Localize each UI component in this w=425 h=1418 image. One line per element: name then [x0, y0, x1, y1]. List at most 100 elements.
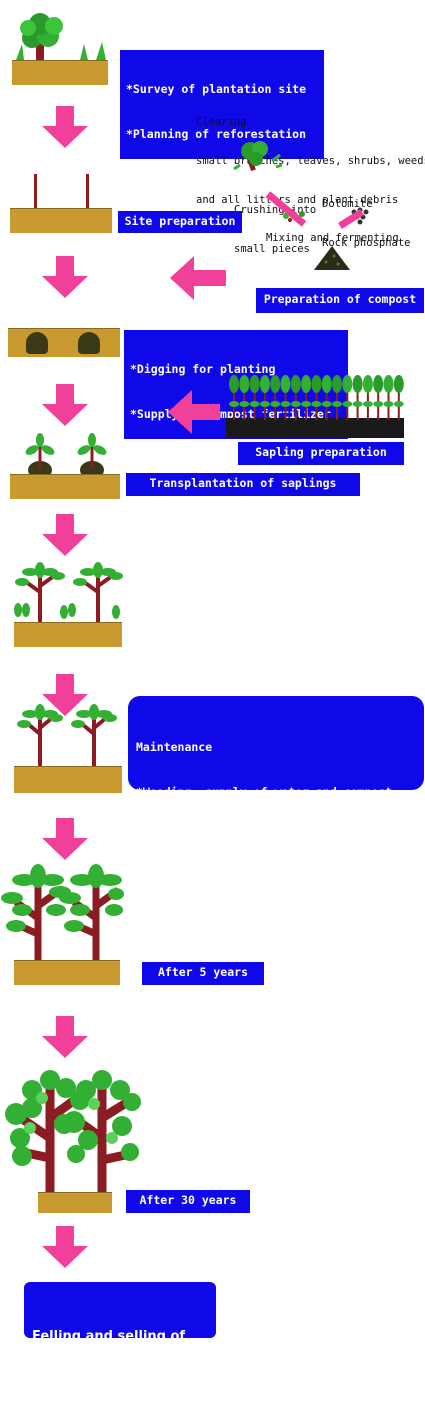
survey-tree-illustration [16, 13, 106, 62]
maintenance-line-2: *Replantation of died saplings [136, 830, 344, 844]
sapling-leaf [239, 375, 250, 393]
compost-feed-arrow [170, 256, 226, 300]
flow-arrow-5 [42, 674, 88, 716]
survey-scene [10, 8, 120, 86]
flow-arrow-3 [42, 384, 88, 426]
sapling-side-leaf [229, 401, 239, 407]
digging-ground [8, 328, 120, 357]
flow-arrow-1 [42, 106, 88, 148]
sapling-leaf [259, 375, 270, 393]
sapling-leaf [342, 375, 353, 393]
sapling-side-leaf [332, 401, 342, 407]
sapling-side-leaf [383, 401, 394, 407]
sapling-side-leaf [352, 401, 363, 407]
after30-scene [2, 1068, 142, 1216]
digging-scene [8, 328, 120, 358]
crushing-line-2: small pieces [234, 243, 310, 255]
sapling-leaf [311, 375, 322, 393]
sapling-leaf [362, 375, 373, 393]
flow-arrow-8 [42, 1226, 88, 1268]
transplantation-scene [8, 420, 122, 500]
sapling-side-leaf [290, 401, 301, 407]
survey-label: *Survey of plantation site *Planning of … [120, 50, 324, 159]
mixing-note: Mixing and fermenting [266, 232, 399, 244]
sapling-side-leaf [249, 401, 260, 407]
stake-right [86, 174, 89, 208]
compost-label: Preparation of compost [256, 288, 424, 313]
maintenance-label: Maintenance *Weeding, supply of water an… [128, 696, 424, 889]
sapling-leaf [383, 375, 394, 393]
felling-label: Felling and selling of grown trees [24, 1282, 216, 1398]
transplantation-label: Transplantation of saplings [126, 473, 360, 496]
sapling-leaf [393, 375, 404, 393]
sapling-tray-illustration [226, 375, 404, 438]
sapling-leaf [321, 375, 332, 393]
flow-arrow-6 [42, 818, 88, 860]
sapling-side-leaf [270, 401, 281, 407]
maintenance-line-1: *Weeding, supply of water and compost [136, 785, 393, 799]
mineral-rock-phosphate: Rock phosphate [322, 237, 411, 249]
site-preparation-label: Site preparation [118, 211, 242, 233]
sapling-side-leaf [393, 401, 404, 407]
survey-line-2: *Planning of reforestation [126, 127, 307, 141]
after30-forest-illustration [5, 1070, 141, 1192]
minerals-note: Dolomite Rock phosphate [322, 172, 411, 263]
sapling-leaf [290, 375, 301, 393]
flow-arrow-2 [42, 256, 88, 298]
sapling-side-leaf [362, 401, 373, 407]
maintenance-line-3: *Fire protection [136, 875, 247, 889]
cleared-debris-illustration [233, 141, 283, 172]
felling-line-2: grown trees [32, 1383, 125, 1398]
sapling-side-leaf [311, 401, 322, 407]
stake-left [34, 174, 37, 208]
after30-label: After 30 years [126, 1190, 250, 1213]
sapling-side-leaf [321, 401, 332, 407]
sapling-leaf [301, 375, 312, 393]
sapling-side-leaf [373, 401, 384, 407]
maintenance-ground [14, 766, 122, 793]
survey-line-1: *Survey of plantation site [126, 82, 307, 96]
sapling-feed-arrow [168, 390, 220, 434]
after30-ground [38, 1192, 112, 1213]
maintenance-trees-illustration [17, 704, 117, 768]
sapling-leaf [249, 375, 260, 393]
planting-hole-left [26, 332, 48, 354]
sapling-leaf [332, 375, 342, 393]
survey-ground [12, 60, 108, 85]
mineral-dolomite: Dolomite [322, 198, 373, 210]
young-trees-scene [10, 562, 124, 648]
digging-line-1: *Digging for planting [130, 362, 276, 376]
flow-arrow-7 [42, 1016, 88, 1058]
clearing-line-2: small branches, leaves, shrubs, weeds, [196, 155, 425, 167]
sapling-side-leaf [239, 401, 250, 407]
sapling-preparation-label: Sapling preparation [238, 442, 404, 465]
maintenance-scene [10, 704, 124, 794]
maintenance-title: Maintenance [136, 740, 213, 754]
sapling-side-leaf [259, 401, 270, 407]
flow-arrow-4 [42, 514, 88, 556]
compost-heap-icon [314, 246, 350, 270]
sapling-side-leaf [301, 401, 312, 407]
sapling-side-leaf [342, 401, 353, 407]
crushing-line-1: Crushing into [234, 204, 317, 216]
young-trees-illustration [14, 562, 123, 624]
after5-ground [14, 960, 120, 985]
sapling-leaf [229, 375, 239, 393]
planting-hole-right [78, 332, 100, 354]
sapling-leaf [280, 375, 291, 393]
transplantation-ground [10, 474, 120, 499]
after5-scene [0, 864, 124, 988]
crushing-note: Crushing into small pieces [234, 178, 316, 269]
sapling-leaf [373, 375, 384, 393]
clearing-line-3: and all litters and plant debris [196, 194, 399, 206]
sapling-leaf [352, 375, 363, 393]
mixing-arrows [265, 191, 364, 229]
sapling-side-leaf [280, 401, 291, 407]
felling-line-1: Felling and selling of [32, 1329, 186, 1344]
sapling-leaf [270, 375, 281, 393]
after5-label: After 5 years [142, 962, 264, 985]
site-ground [10, 208, 112, 233]
clearing-line-1: Clearing [196, 116, 247, 128]
after5-trees-illustration [1, 864, 124, 960]
young-trees-ground [14, 622, 122, 647]
